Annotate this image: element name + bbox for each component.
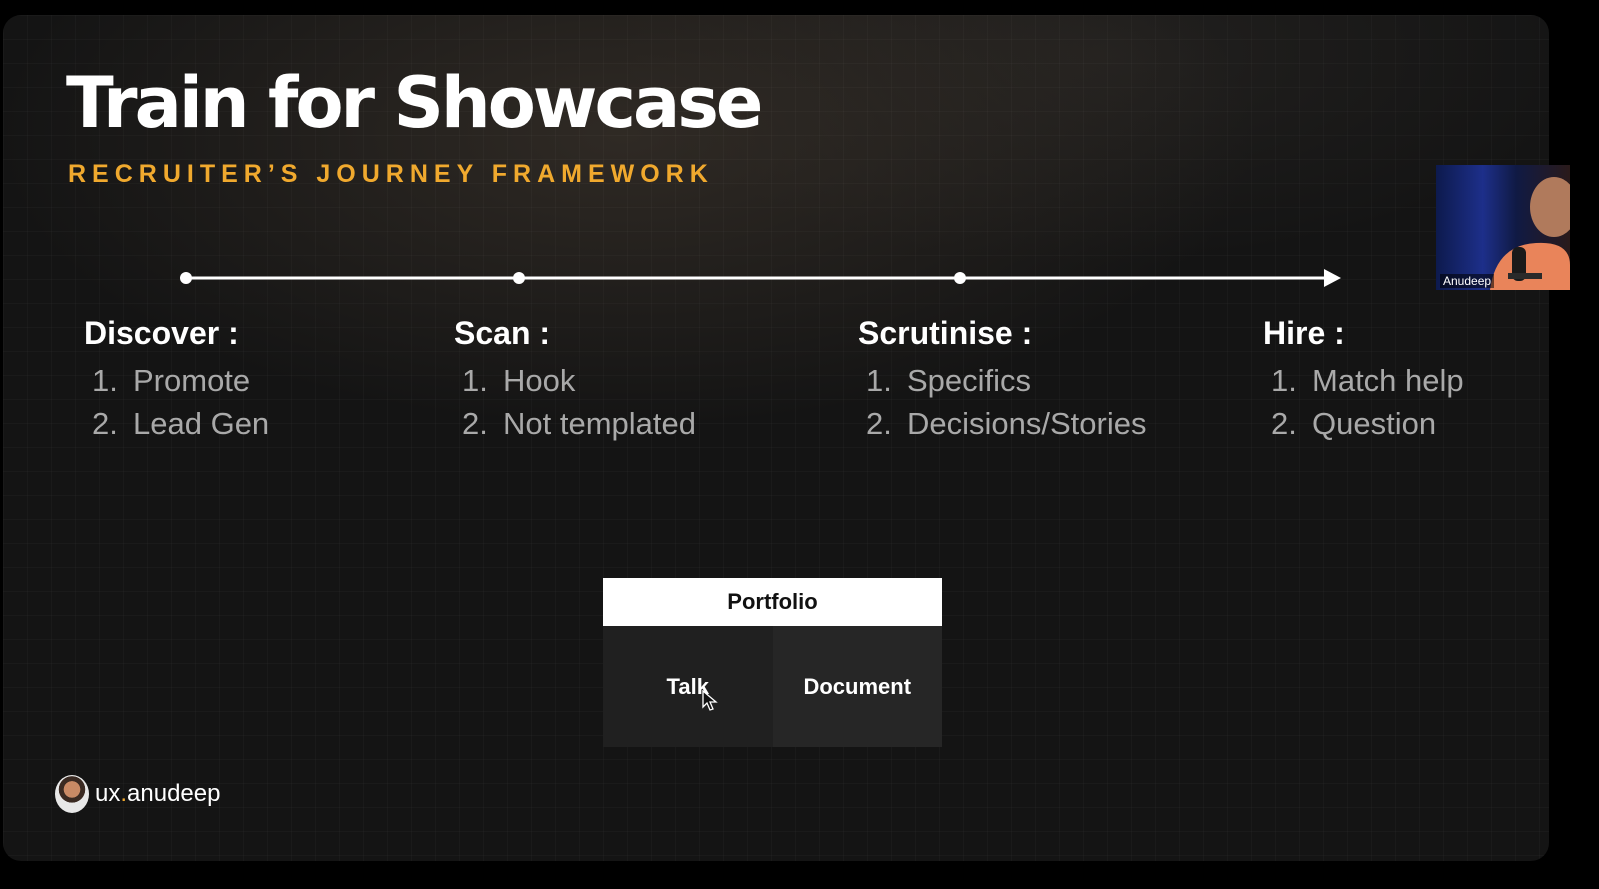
stage-hire: Hire : 1.Match help 2.Question [1263, 317, 1464, 445]
timeline-dot-scan [513, 272, 525, 284]
participant-name: Anudeep [1440, 274, 1495, 288]
slide-subtitle: RECRUITER’S JOURNEY FRAMEWORK [68, 160, 714, 188]
timeline-dot-scrutinise [954, 272, 966, 284]
portfolio-table: Portfolio Talk Document [603, 578, 942, 747]
webcam-video-tile[interactable]: Anudeep [1436, 165, 1570, 290]
timeline-dot-discover [180, 272, 192, 284]
stage-title: Scan : [454, 315, 551, 351]
list-item: 2.Not templated [462, 406, 696, 441]
stage-title: Discover : [84, 315, 239, 351]
mouse-cursor-icon [702, 690, 718, 711]
avatar [55, 775, 89, 813]
brand-logo: ux.anudeep [55, 775, 220, 813]
portfolio-talk-cell: Talk [603, 626, 773, 747]
stage-list: 1.Specifics 2.Decisions/Stories [858, 359, 1146, 445]
list-item: 1.Hook [462, 363, 576, 398]
timeline-arrowhead [1324, 269, 1341, 287]
portfolio-body: Talk Document [603, 626, 942, 747]
stage-list: 1.Hook 2.Not templated [454, 359, 696, 445]
stage-discover: Discover : 1.Promote 2.Lead Gen [84, 317, 269, 445]
list-item: 1.Promote [92, 363, 251, 398]
portfolio-document-cell: Document [772, 626, 942, 747]
stage-list: 1.Promote 2.Lead Gen [84, 359, 269, 445]
stage-scrutinise: Scrutinise : 1.Specifics 2.Decisions/Sto… [858, 317, 1146, 445]
stage-title: Hire : [1263, 315, 1345, 351]
list-item: 2.Decisions/Stories [866, 406, 1147, 441]
brand-name: ux.anudeep [95, 780, 221, 807]
portfolio-header: Portfolio [603, 578, 942, 626]
list-item: 1.Specifics [866, 363, 1032, 398]
list-item: 1.Match help [1271, 363, 1464, 398]
stage-title: Scrutinise : [858, 315, 1033, 351]
stage-list: 1.Match help 2.Question [1263, 359, 1464, 445]
participant-video-icon [1490, 177, 1570, 290]
stage-scan: Scan : 1.Hook 2.Not templated [454, 317, 696, 445]
journey-timeline [180, 269, 1341, 287]
slide-title: Train for Showcase [66, 62, 763, 144]
presentation-slide [3, 15, 1549, 861]
list-item: 2.Lead Gen [92, 406, 270, 441]
list-item: 2.Question [1271, 406, 1437, 441]
